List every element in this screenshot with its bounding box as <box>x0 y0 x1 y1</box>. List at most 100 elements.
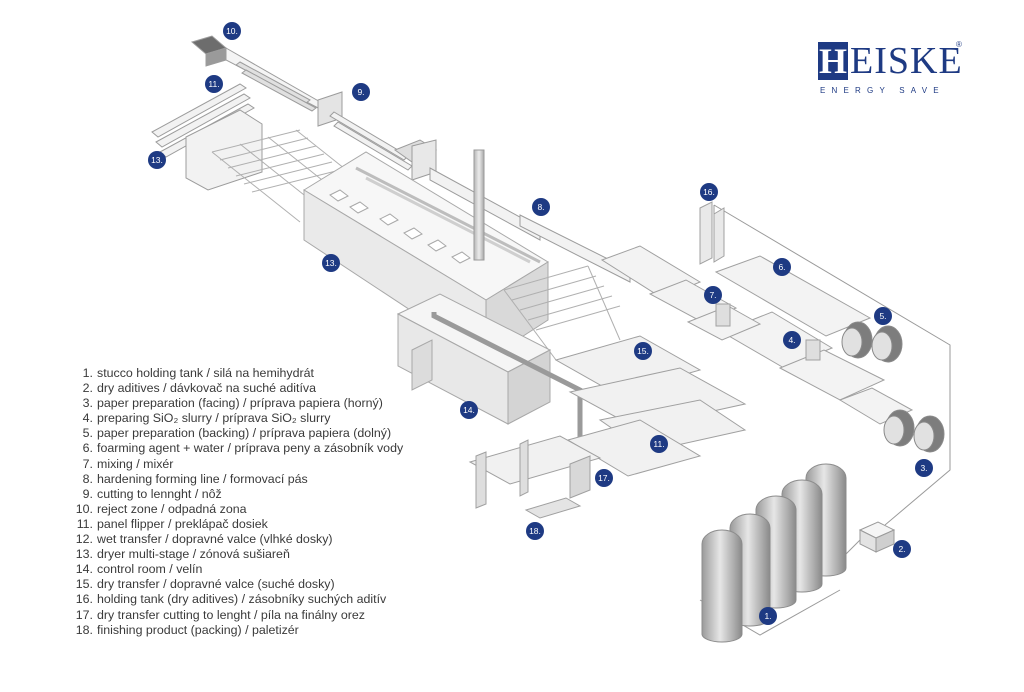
upper-conveyors <box>151 35 631 283</box>
badge-label: 13. <box>325 258 337 268</box>
logo-tagline: ENERGY SAVE <box>820 86 945 95</box>
legend-item: 16. holding tank (dry aditives) / zásobní… <box>72 592 403 607</box>
paper-rolls <box>841 321 945 453</box>
legend-number: 14. <box>75 562 93 577</box>
legend-item: 14. control room / velín <box>72 562 403 577</box>
legend-text: paper preparation (backing) / príprava p… <box>97 426 392 441</box>
badge-label: 11. <box>653 439 664 449</box>
legend-number: 11. <box>76 516 93 531</box>
legend-item: 13. dryer multi-stage / zónová sušiareň <box>72 547 403 562</box>
badge-circle <box>783 331 801 349</box>
legend-number: 9. <box>82 486 93 501</box>
legend-item: 6. foarming agent + water / príprava peny… <box>72 441 404 456</box>
legend-item: 2. dry aditives / dávkovač na suché adití… <box>72 381 403 396</box>
number-badge: 1. <box>759 607 777 625</box>
legend-item: 5. paper preparation (backing) / príprava… <box>72 426 403 441</box>
control-room <box>396 293 583 470</box>
badge-label: 16. <box>703 187 715 197</box>
legend-text: holding tank (dry aditives) / zásobníky … <box>97 592 387 607</box>
badge-label: 17. <box>598 473 610 483</box>
dry-transfer <box>468 335 747 519</box>
legend-text: panel flipper / preklápač dosiek <box>97 516 268 531</box>
legend-number: 15. <box>75 577 93 592</box>
legend-item: 3.paper preparation (facing) / príprava … <box>72 396 403 411</box>
dry-aditives-box <box>858 521 896 553</box>
legend-text: control room / velín <box>97 562 203 577</box>
badge-circle <box>223 22 241 40</box>
legend-number: 18. <box>75 622 93 637</box>
badge-circle <box>704 286 722 304</box>
number-badge: 13. <box>148 151 166 169</box>
number-badge: 14. <box>460 401 478 419</box>
legend-item: 15. dry transfer / dopravné valce (suché … <box>72 577 403 592</box>
legend-number: 2. <box>82 381 93 396</box>
legend-item: 1. stucco holding tank / silá na hemihydr… <box>72 366 403 381</box>
legend-text: dryer multi-stage / zónová sušiareň <box>97 547 290 562</box>
legend-number: 1. <box>82 366 93 380</box>
number-badge: 11. <box>205 75 223 93</box>
legend-text: mixing / mixér <box>97 456 174 471</box>
number-badges: 10. 11. 9. 13. 8. 16. 6. 13. 7. 5. 4. 15. 14. 11. 3. 17… <box>148 22 933 625</box>
logo-mark: H <box>818 41 848 81</box>
badge-circle <box>148 151 166 169</box>
badge-circle <box>460 401 478 419</box>
badge-circle <box>205 75 223 93</box>
badge-label: 8. <box>537 202 544 212</box>
badge-circle <box>595 469 613 487</box>
badge-label: 9. <box>357 87 364 97</box>
badge-circle <box>915 459 933 477</box>
badge-label: 15. <box>637 346 649 356</box>
badge-circle <box>874 307 892 325</box>
badge-circle <box>532 198 550 216</box>
legend-item: 9.cutting to lennght / nôž <box>72 487 403 502</box>
logo-wordmark: EISKE <box>850 40 963 82</box>
legend-text: dry transfer / dopravné valce (suché dos… <box>97 577 335 592</box>
badge-label: 5. <box>879 311 886 321</box>
legend-number: 4. <box>82 411 93 426</box>
legend-text: stucco holding tank / silá na hemihydrát <box>97 366 314 380</box>
legend-text: paper preparation (facing) / príprava pa… <box>97 396 383 411</box>
legend-item: 12. wet transfer / dopravné valce (vlhké … <box>72 532 403 547</box>
legend-item: 4.preparing SiO₂ slurry / príprava SiO₂ … <box>72 411 403 426</box>
badge-label: 3. <box>920 463 927 473</box>
number-badge: 15. <box>634 342 652 360</box>
number-badge: 16. <box>700 183 718 201</box>
badge-label: 18. <box>529 526 541 536</box>
number-badge: 13. <box>322 254 340 272</box>
legend-number: 7. <box>82 456 93 471</box>
legend-item: 11. panel flipper / preklápač dosiek <box>72 517 403 532</box>
legend-text: dry aditives / dávkovač na suché aditíva <box>97 381 317 396</box>
legend-number: 10. <box>75 501 93 516</box>
legend-text: foarming agent + water / príprava peny a… <box>97 441 404 456</box>
number-badge: 10. <box>223 22 241 40</box>
number-badge: 8. <box>532 198 550 216</box>
badge-label: 10. <box>226 26 238 36</box>
badge-label: 6. <box>778 262 785 272</box>
legend-item: 17.dry transfer cutting to lenght / píla… <box>72 608 403 623</box>
legend-number: 5. <box>82 426 93 441</box>
number-badge: 4. <box>783 331 801 349</box>
logo-registered: ® <box>956 40 962 49</box>
legend-number: 12. <box>75 532 93 547</box>
legend-text: wet transfer / dopravné valce (vlhké dos… <box>97 532 333 547</box>
number-badge: 11. <box>650 435 668 453</box>
legend-text: hardening forming line / formovací pás <box>97 471 308 486</box>
legend-item: 7. mixing / mixér <box>72 457 403 472</box>
badge-circle <box>650 435 668 453</box>
badge-circle <box>700 183 718 201</box>
legend-item: 10.reject zone / odpadná zona <box>72 502 403 517</box>
badge-label: 4. <box>788 335 795 345</box>
legend-number: 16. <box>75 592 93 607</box>
number-badge: 9. <box>352 83 370 101</box>
number-badge: 5. <box>874 307 892 325</box>
mixing-equipment <box>600 201 914 425</box>
legend-number: 13. <box>75 547 93 562</box>
legend-number: 6. <box>82 441 93 456</box>
badge-label: 13. <box>151 155 163 165</box>
badge-label: 11. <box>208 79 219 89</box>
number-badge: 2. <box>893 540 911 558</box>
badge-label: 7. <box>709 290 716 300</box>
number-badge: 7. <box>704 286 722 304</box>
stucco-silos <box>701 463 847 643</box>
